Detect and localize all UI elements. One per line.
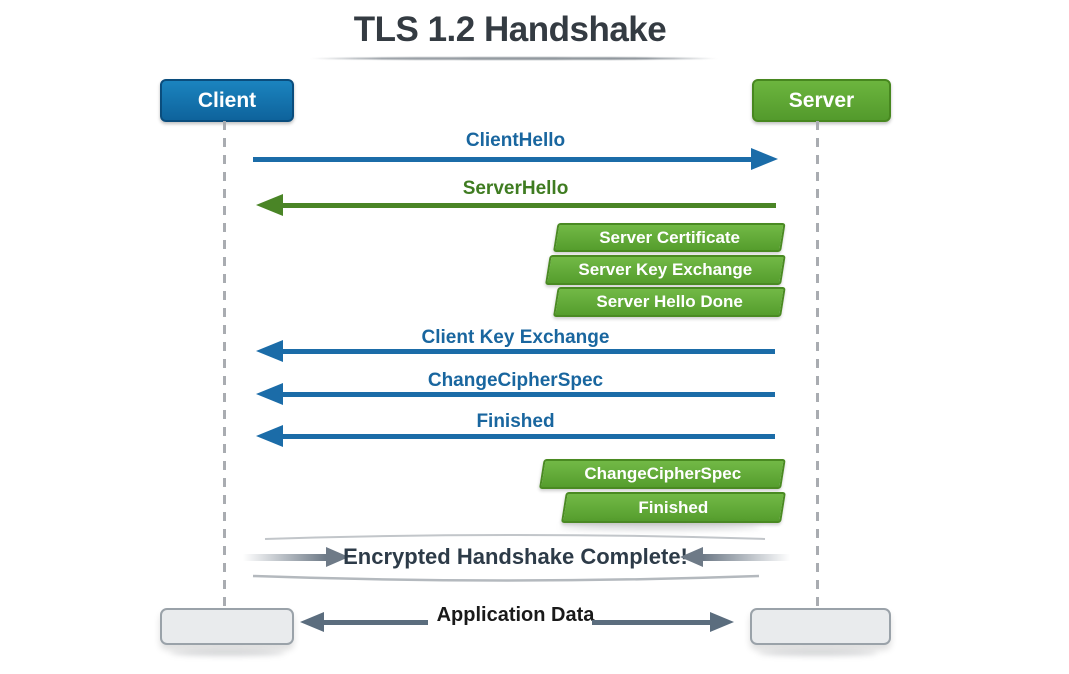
client-endpoint-box [160, 608, 294, 645]
server-actor-box: Server [752, 79, 891, 122]
server-finished-label: Finished [638, 497, 709, 517]
client-lifeline [223, 121, 226, 608]
banner-left-arrow [243, 554, 326, 561]
server-lifeline [816, 121, 819, 608]
client-key-exchange-arrow [283, 349, 775, 354]
banner-top-swoosh [264, 534, 766, 540]
finished-box-shadow [560, 524, 760, 530]
server-hello-done-box: Server Hello Done [553, 287, 786, 317]
server-finished-box: Finished [561, 492, 786, 523]
client-hello-arrowhead-icon [751, 148, 778, 170]
client-key-exchange-arrowhead-icon [256, 340, 283, 362]
banner-left-arrowhead-icon [326, 547, 349, 567]
client-hello-arrow [253, 157, 753, 162]
client-key-exchange-label: Client Key Exchange [421, 327, 610, 348]
server-certificate-label: Server Certificate [598, 227, 740, 247]
server-hello-arrowhead-icon [256, 194, 283, 216]
change-cipher-spec-label: ChangeCipherSpec [427, 370, 604, 391]
server-endpoint-box [750, 608, 891, 645]
finished-arrowhead-icon [256, 425, 283, 447]
server-endpoint-shadow [758, 650, 878, 656]
application-data-right-arrow [592, 620, 710, 625]
server-hello-arrow [283, 203, 776, 208]
application-data-right-arrowhead-icon [710, 612, 734, 632]
server-key-exchange-label: Server Key Exchange [578, 260, 753, 279]
server-change-cipher-spec-label: ChangeCipherSpec [583, 464, 741, 483]
change-cipher-spec-arrow [283, 392, 775, 397]
change-cipher-spec-arrowhead-icon [256, 383, 283, 405]
encrypted-complete-label: Encrypted Handshake Complete! [343, 544, 688, 569]
finished-arrow [283, 434, 775, 439]
client-actor-box: Client [160, 79, 294, 122]
application-data-label: Application Data [436, 604, 595, 626]
application-data-left-arrow [322, 620, 428, 625]
title-divider [308, 57, 720, 60]
banner-bottom-swoosh [252, 574, 760, 582]
server-hello-label: ServerHello [462, 178, 569, 199]
application-data-left-arrowhead-icon [300, 612, 324, 632]
client-endpoint-shadow [170, 650, 285, 656]
server-key-exchange-box: Server Key Exchange [545, 255, 786, 285]
page-title: TLS 1.2 Handshake [353, 10, 667, 49]
server-hello-done-label: Server Hello Done [596, 292, 743, 311]
client-hello-label: ClientHello [465, 130, 566, 151]
banner-right-arrow [703, 554, 790, 561]
banner-right-arrowhead-icon [680, 547, 703, 567]
finished-label: Finished [476, 411, 555, 432]
server-certificate-box: Server Certificate [553, 223, 786, 252]
server-change-cipher-spec-box: ChangeCipherSpec [539, 459, 786, 489]
